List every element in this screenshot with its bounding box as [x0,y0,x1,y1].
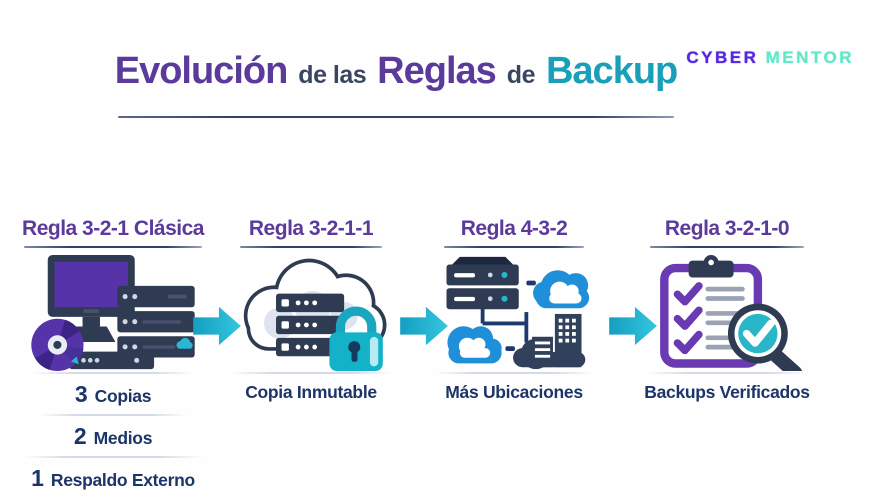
cloud-server-icon [276,293,345,357]
title-de: de [506,61,536,89]
cyber-mentor-logo: CYBER MENTOR [686,48,854,68]
rule-label: Respaldo Externo [50,470,195,490]
column-regla-3210: Regla 3-2-1-0 [630,216,824,403]
rule-label: Copias [94,386,152,406]
city-buildings-icon [513,313,586,370]
cloud-server-padlock-icon [243,258,387,371]
heading-underline [240,246,382,248]
heading-underline [444,246,584,248]
title-underline [118,116,674,118]
column-caption: Backups Verificados [644,382,810,402]
page-title: Evolución de las Reglas de Backup [0,50,792,93]
checklist-magnifier-icon [660,255,803,371]
magnifier-check-icon [727,303,803,371]
column-heading: Regla 3-2-1-0 [664,217,790,240]
network-dash [526,280,536,286]
column-regla-3211: Regla 3-2-1-1 [218,216,404,403]
rule-item-medios: 2 Medios [15,423,211,450]
flow-arrow-icon [193,306,241,346]
column-regla-321-clasica: Regla 3-2-1 Clásica [15,216,211,492]
logo-word-mentor: MENTOR [765,48,854,67]
rule-number: 3 [74,381,88,407]
title-de-las: de las [298,61,367,89]
server-stack-icon [117,285,195,358]
cloud-blue-icon [447,326,502,364]
caption-divider [647,372,807,374]
network-dash [505,346,515,352]
column-heading: Regla 4-3-2 [460,217,568,240]
rule-item-respaldo-externo: 1 Respaldo Externo [15,465,211,492]
column-heading: Regla 3-2-1-1 [248,217,374,240]
heading-underline [650,246,804,248]
padlock-icon [329,306,383,371]
caption-divider [33,372,193,374]
item-divider [38,414,188,416]
flow-arrow-icon [609,306,657,346]
title-reglas: Reglas [377,50,497,92]
title-evolucion: Evolución [114,50,289,92]
rule-label: Medios [93,428,153,448]
heading-underline [24,246,202,248]
caption-divider [434,372,594,374]
column-regla-432: Regla 4-3-2 [420,216,608,403]
column-caption: Copia Inmutable [245,382,377,402]
title-backup: Backup [545,50,678,92]
optical-disc-icon [31,318,84,371]
workstation-servers-disc-icon [31,255,195,371]
flow-arrow-icon [400,306,448,346]
column-caption: Más Ubicaciones [445,382,583,402]
column-heading: Regla 3-2-1 Clásica [22,217,204,240]
server-icon [446,256,519,310]
rule-number: 2 [73,423,87,449]
external-drive-icon [69,351,155,370]
rule-number: 1 [31,465,44,491]
item-divider [23,456,203,458]
cloud-blue-icon [533,270,590,309]
rule-item-copias: 3 Copias [15,381,211,408]
multi-location-network-icon [446,256,590,370]
logo-word-cyber: CYBER [686,48,759,67]
caption-divider [231,372,391,374]
